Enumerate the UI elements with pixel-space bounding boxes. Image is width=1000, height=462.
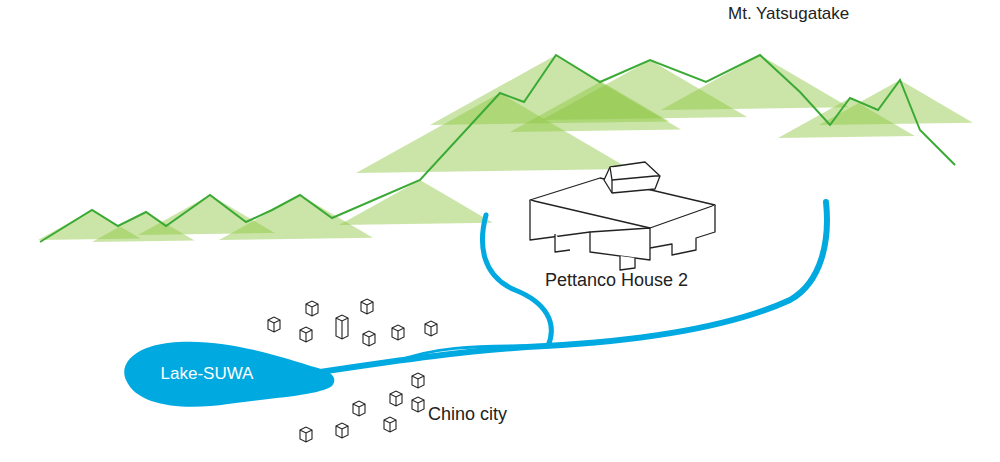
town-house (425, 321, 437, 336)
town-house (384, 417, 396, 432)
town-house (363, 331, 375, 346)
mountain-shading (38, 55, 973, 242)
town-house (412, 373, 424, 388)
mountain-triangle (339, 180, 493, 225)
lake-label: Lake-SUWA (161, 364, 254, 384)
town-house (361, 299, 373, 314)
town-house (336, 315, 348, 339)
mountain-triangle (661, 55, 849, 110)
town-house (392, 325, 404, 340)
town-house (412, 397, 424, 412)
mountain-triangle (219, 195, 373, 240)
lake-text-holder: Lake-SUWA (118, 336, 336, 412)
mountain-name: Mt. Yatsugatake (728, 4, 849, 24)
city-name: Chino city (428, 404, 507, 425)
town-house (390, 391, 402, 406)
town-house (300, 327, 312, 342)
mountain-triangle (510, 82, 681, 132)
town-house (306, 301, 318, 316)
mountain-ridge (40, 55, 955, 242)
lake-shape: Lake-SUWA (118, 336, 336, 412)
lake-fill (124, 342, 334, 407)
house-drawing (530, 162, 715, 270)
town-house (336, 423, 348, 438)
town-house (300, 427, 312, 442)
town-house (353, 401, 365, 416)
house-name: Pettanco House 2 (545, 270, 688, 291)
town-house (268, 317, 280, 332)
